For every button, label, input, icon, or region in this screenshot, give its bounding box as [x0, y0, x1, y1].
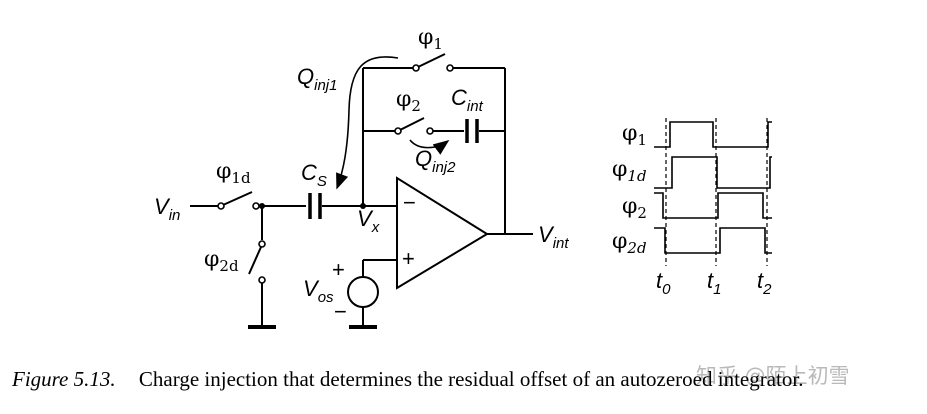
phi1d-switch [190, 191, 306, 210]
opamp: − + [396, 176, 489, 290]
phi2-waveform [654, 192, 772, 219]
cint-label: Cint [451, 85, 484, 115]
vos-plus-sign: + [332, 257, 345, 282]
phi2d-switch [248, 206, 276, 329]
cint-capacitor [465, 119, 505, 143]
figure-number: Figure 5.13. [12, 367, 116, 391]
timing-phi1d-label: φ1d [612, 157, 647, 185]
vint-label: Vint [538, 222, 569, 252]
opamp-plus-sign: + [402, 246, 415, 271]
phi2d-label: φ2d [204, 247, 239, 275]
figure-caption: Figure 5.13. Charge injection that deter… [12, 367, 917, 392]
t2-label: t2 [757, 268, 772, 298]
timing-phi2d-label: φ2d [612, 229, 647, 257]
timing-diagram: φ1 φ1d φ2 φ2d t0 t1 t2 [612, 118, 772, 298]
qinj2-label: Qinj2 [415, 146, 456, 176]
qinj1-label: Qinj1 [297, 64, 337, 94]
timing-phi1-label: φ1 [622, 121, 647, 149]
caption-text: Charge injection that determines the res… [138, 367, 804, 391]
vx-label: Vx [357, 206, 380, 236]
phi2-label: φ2 [396, 87, 421, 115]
phi1d-label: φ1d [216, 159, 251, 187]
t0-label: t0 [656, 268, 671, 298]
timing-phi2-label: φ2 [622, 194, 647, 222]
vos-label: Vos [303, 276, 334, 306]
schematic-labels: Vin Vint Vx Vos CS Cint Qinj1 Qinj2 φ1 φ… [154, 25, 569, 306]
schematic: − + + − [190, 53, 533, 329]
qinj2-arrow [409, 139, 450, 155]
vos-source: + − [332, 257, 397, 329]
opamp-minus-sign: − [403, 190, 416, 215]
cs-label: CS [301, 160, 327, 190]
phi2d-waveform [654, 227, 772, 254]
vin-label: Vin [154, 194, 180, 224]
qinj1-arrow [336, 56, 399, 190]
phi2-switch [363, 117, 464, 135]
phi1-switch [363, 53, 505, 72]
phi1-waveform [654, 121, 772, 148]
vos-minus-sign: − [334, 299, 347, 324]
phi1-label: φ1 [418, 25, 443, 53]
t1-label: t1 [707, 268, 721, 298]
phi1d-waveform [654, 156, 772, 189]
watermark-text: 知乎 @陌上初雪 [696, 364, 850, 388]
cs-capacitor [308, 193, 397, 219]
